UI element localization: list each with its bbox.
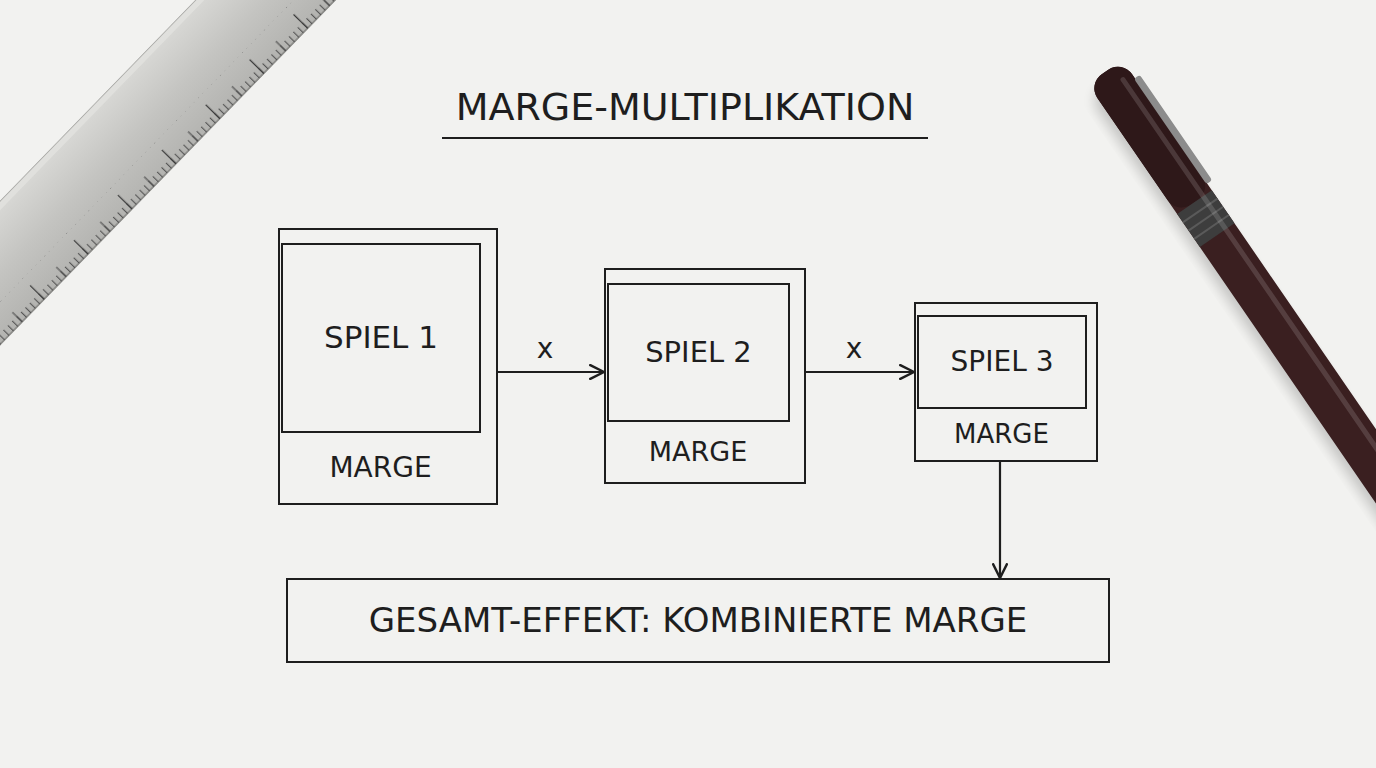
ruler-edge	[0, 0, 376, 373]
margin-label: MARGE	[954, 420, 1049, 450]
game-card: SPIEL 3 MARGE	[914, 302, 1098, 462]
game-label: SPIEL 2	[645, 336, 752, 369]
game-label: SPIEL 1	[324, 320, 438, 356]
margin-label: MARGE	[329, 452, 431, 484]
ruler-ticks	[0, 0, 376, 374]
ruler-body	[0, 0, 376, 374]
inner-frame: SPIEL 1	[281, 243, 481, 433]
game-card: SPIEL 2 MARGE	[604, 268, 806, 484]
connectors	[498, 372, 1000, 578]
arrow-connector	[498, 371, 604, 373]
pen-highlight	[1120, 76, 1376, 590]
inner-frame: SPIEL 2	[607, 283, 790, 422]
margin-area: MARGE	[606, 422, 790, 482]
edge-label: x	[533, 334, 558, 365]
game-card: SPIEL 1 MARGE	[278, 228, 498, 505]
pen-clip	[1134, 75, 1212, 184]
pen-shadow	[1088, 72, 1376, 623]
margin-label: MARGE	[649, 436, 748, 467]
ruler-ticks	[0, 0, 376, 374]
result-text: GESAMT-EFFEKT: KOMBINIERTE MARGE	[369, 601, 1028, 640]
arrow-connector	[999, 462, 1001, 578]
margin-area: MARGE	[916, 409, 1087, 460]
ruler-highlight	[0, 0, 309, 308]
ruler-ticks	[0, 0, 376, 374]
game-label: SPIEL 3	[951, 346, 1054, 378]
inner-frame: SPIEL 3	[917, 315, 1087, 409]
pen-body	[1088, 60, 1376, 611]
margin-area: MARGE	[280, 433, 481, 503]
result-box: GESAMT-EFFEKT: KOMBINIERTE MARGE	[286, 578, 1110, 663]
pen	[1082, 57, 1376, 624]
pen-cap	[1088, 60, 1212, 214]
ruler	[0, 0, 376, 374]
arrow-connector	[806, 371, 914, 373]
edge-label: x	[842, 334, 867, 365]
diagram-title: MARGE-MULTIPLIKATION	[442, 86, 929, 139]
